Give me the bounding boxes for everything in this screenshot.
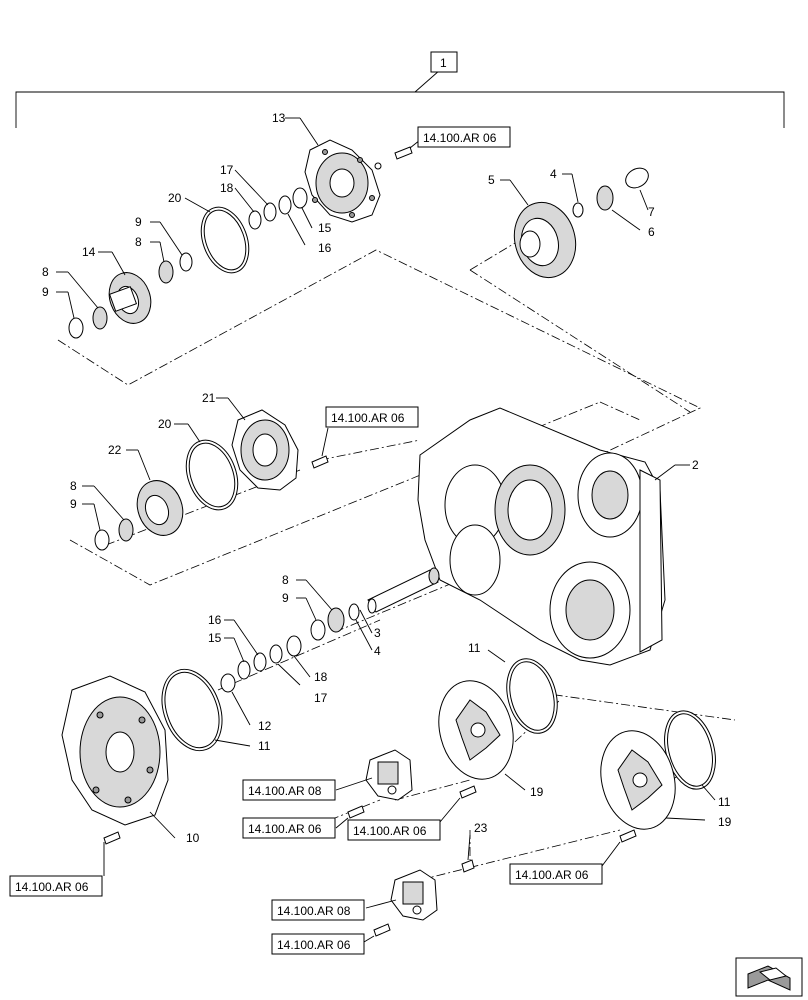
part-12-ring — [220, 673, 251, 726]
callout-15-top: 15 — [318, 221, 332, 235]
callout-17-top: 17 — [220, 163, 234, 177]
bearing-set-top-left — [56, 271, 108, 339]
callout-1: 1 — [440, 56, 447, 70]
valve-block-lower — [365, 869, 438, 921]
ref-label-8: 14.100.AR 08 — [277, 904, 351, 918]
part-5-gear — [500, 179, 577, 279]
arrow-navigation-icon[interactable] — [735, 957, 803, 997]
callout-18-top: 18 — [220, 181, 234, 195]
callout-7: 7 — [648, 205, 655, 219]
callout-10: 10 — [186, 831, 200, 845]
part-20-o-ring-mid — [174, 423, 239, 511]
ref-label-7: 14.100.AR 06 — [515, 868, 589, 882]
part-11-o-ring-mid — [487, 649, 558, 734]
ref-label-9: 14.100.AR 06 — [277, 938, 351, 952]
callout-16-bottom: 16 — [208, 613, 222, 627]
bearing-set-shaft — [296, 579, 373, 651]
ref-label-3: 14.100.AR 06 — [15, 880, 89, 894]
callout-4-a: 4 — [550, 167, 557, 181]
callout-19-a: 19 — [530, 785, 544, 799]
part-14-gear — [98, 251, 152, 324]
callout-8-b: 8 — [42, 265, 49, 279]
part-19-cover-mid — [438, 680, 526, 791]
bolt-icon-3 — [103, 831, 121, 876]
bolt-icon-7 — [363, 923, 391, 943]
callout-9-c: 9 — [70, 497, 77, 511]
callout-8-d: 8 — [282, 573, 289, 587]
callout-11-a: 11 — [258, 739, 271, 753]
callout-20-mid: 20 — [158, 417, 172, 431]
callout-16-top: 16 — [318, 241, 332, 255]
assembly-bracket: 1 — [15, 51, 785, 128]
bolt-icon-5 — [439, 785, 477, 823]
ref-label-4: 14.100.AR 08 — [248, 784, 322, 798]
ref-label-5: 14.100.AR 06 — [248, 822, 322, 836]
bolt-icon-6 — [601, 829, 637, 867]
callout-9-b: 9 — [42, 285, 49, 299]
part-11-o-ring-left — [161, 668, 251, 752]
bolt-icon-4 — [335, 805, 365, 829]
callout-13: 13 — [272, 111, 286, 125]
bolt-icon — [374, 139, 421, 170]
callout-3: 3 — [374, 626, 381, 640]
bolt-icon-2 — [311, 427, 329, 469]
callout-9-a: 9 — [135, 215, 142, 229]
part-11-o-ring-right — [664, 710, 716, 801]
valve-block-upper — [335, 749, 413, 801]
callout-21: 21 — [202, 391, 216, 405]
part-2-gearbox-housing — [417, 407, 690, 666]
part-20-o-ring-top — [184, 197, 250, 274]
part-23 — [461, 834, 475, 873]
ref-label-2: 14.100.AR 06 — [331, 411, 405, 425]
part-22-gear — [126, 449, 184, 536]
callout-2: 2 — [692, 458, 699, 472]
callout-19-b: 19 — [718, 815, 732, 829]
part-13-pump-cover — [285, 117, 381, 223]
rings-top — [234, 169, 313, 246]
ref-label-6: 14.100.AR 06 — [353, 824, 427, 838]
part-3-shaft — [359, 567, 440, 634]
callout-23: 23 — [474, 821, 488, 835]
callout-6: 6 — [648, 225, 655, 239]
callout-11-c: 11 — [718, 795, 731, 809]
part-19-cover-right — [600, 730, 706, 830]
callout-17-bottom: 17 — [314, 691, 328, 705]
callout-8-c: 8 — [70, 479, 77, 493]
rings-bottom — [224, 619, 311, 686]
callout-11-b: 11 — [468, 641, 481, 655]
callout-18-bottom: 18 — [314, 670, 328, 684]
callout-8-a: 8 — [135, 235, 142, 249]
callout-20-top: 20 — [168, 191, 182, 205]
ref-label-1: 14.100.AR 06 — [423, 131, 497, 145]
part-21-cover — [216, 397, 299, 491]
callout-15-bottom: 15 — [208, 631, 222, 645]
bearing-set-mid-left — [82, 485, 134, 551]
part-10-housing — [61, 675, 176, 839]
bearing-set-top-right — [150, 221, 193, 284]
callout-12: 12 — [258, 719, 272, 733]
callout-9-d: 9 — [282, 591, 289, 605]
callout-5: 5 — [488, 173, 495, 187]
parts-4-6-7 — [562, 167, 649, 231]
callout-14: 14 — [82, 245, 96, 259]
callout-4-b: 4 — [374, 644, 381, 658]
callout-22: 22 — [108, 443, 122, 457]
